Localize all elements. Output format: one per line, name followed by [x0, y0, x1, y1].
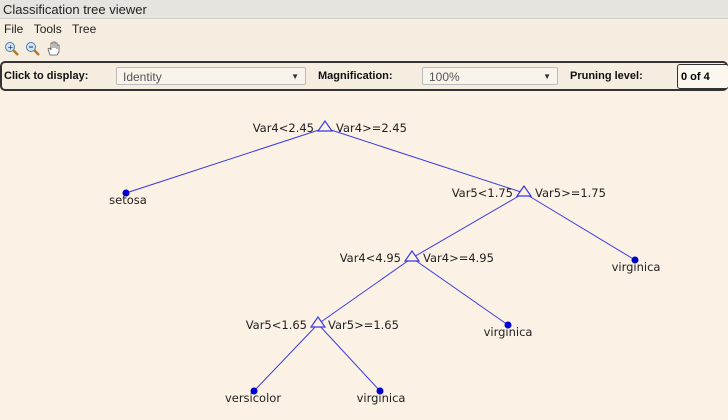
pruning-level-field[interactable]: 0 of 4	[677, 64, 728, 89]
leaf-label: setosa	[109, 193, 147, 207]
magnification-select[interactable]: 100% ▼	[422, 67, 558, 85]
svg-text:+: +	[8, 44, 14, 52]
split-node-icon[interactable]	[309, 315, 327, 328]
menu-bar: File Tools Tree	[0, 20, 728, 38]
menu-tree[interactable]: Tree	[72, 22, 97, 36]
split-rule-right: Var5>=1.75	[535, 186, 606, 200]
leaf-label: virginica	[357, 391, 406, 405]
window-title: Classification tree viewer	[0, 0, 728, 19]
split-rule-left: Var4<4.95	[340, 251, 401, 265]
magnification-value: 100%	[429, 70, 460, 84]
leaf-label: virginica	[484, 325, 533, 339]
split-node-icon[interactable]	[515, 184, 533, 197]
toolbar: +	[0, 38, 728, 60]
menu-tools[interactable]: Tools	[33, 22, 62, 36]
split-node-icon[interactable]	[403, 249, 421, 262]
split-rule-left: Var5<1.75	[452, 186, 513, 200]
leaf-label: virginica	[612, 260, 661, 274]
zoom-in-icon[interactable]: +	[3, 41, 21, 57]
split-rule-left: Var4<2.45	[253, 121, 314, 135]
display-select[interactable]: Identity ▼	[116, 67, 306, 85]
split-rule-right: Var5>=1.65	[328, 318, 399, 332]
chevron-down-icon: ▼	[543, 72, 551, 81]
split-node-icon[interactable]	[316, 119, 334, 132]
leaf-node-icon[interactable]	[631, 256, 639, 264]
display-label: Click to display:	[4, 70, 89, 82]
tree-canvas[interactable]: Var4<2.45 Var4>=2.45 Var5<1.75 Var5>=1.7…	[0, 92, 728, 420]
split-rule-right: Var4>=2.45	[336, 121, 407, 135]
leaf-node-icon[interactable]	[504, 321, 512, 329]
tree-edges	[125, 127, 636, 392]
pan-hand-icon[interactable]	[45, 41, 63, 57]
pruning-label: Pruning level:	[570, 70, 643, 82]
leaf-node-icon[interactable]	[250, 387, 258, 395]
leaf-label: versicolor	[225, 391, 281, 405]
chevron-down-icon: ▼	[291, 72, 299, 81]
control-panel: Click to display: Identity ▼ Magnificatio…	[0, 61, 728, 91]
menu-file[interactable]: File	[4, 22, 24, 36]
zoom-out-icon[interactable]	[24, 41, 42, 57]
leaf-node-icon[interactable]	[376, 387, 384, 395]
magnification-label: Magnification:	[318, 70, 393, 82]
display-value: Identity	[123, 70, 162, 84]
leaf-node-icon[interactable]	[122, 189, 130, 197]
split-rule-left: Var5<1.65	[246, 318, 307, 332]
split-rule-right: Var4>=4.95	[423, 251, 494, 265]
